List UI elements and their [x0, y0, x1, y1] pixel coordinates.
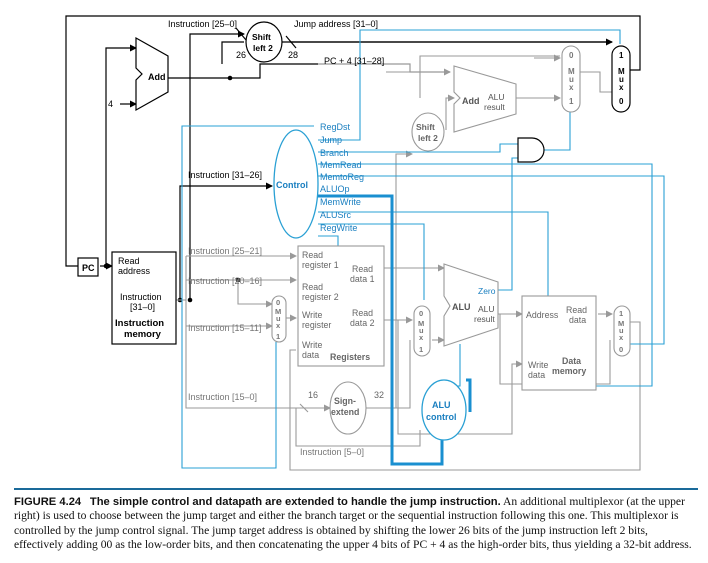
svg-text:data: data — [528, 370, 545, 380]
instr-15-0-label: Instruction [15–0] — [188, 392, 257, 402]
control-unit — [273, 129, 319, 239]
figure-label: FIGURE 4.24 — [14, 496, 82, 508]
sign-extend — [329, 381, 367, 435]
branch-add-label: Add — [462, 96, 480, 106]
svg-text:ALU result: ALU result — [484, 92, 507, 112]
svg-text:Read address: Read address — [118, 256, 151, 276]
svg-text:data 1: data 1 — [350, 274, 375, 284]
instr-25-21-label: Instruction [25–21] — [188, 246, 262, 256]
svg-text:Shift left 2: Shift left 2 — [252, 32, 273, 53]
svg-text:register: register — [302, 320, 331, 330]
alu-control-unit — [421, 379, 467, 441]
svg-text:1 Mux 0: 1 Mux 0 — [618, 309, 625, 354]
width-16: 16 — [308, 390, 318, 400]
svg-text:Read: Read — [352, 308, 373, 318]
svg-text:memory: memory — [552, 366, 586, 376]
svg-text:1 Mux 0: 1 Mux 0 — [618, 51, 626, 106]
signal-memtoreg: MemtoReg — [320, 172, 364, 182]
control-signals: RegDst Jump Branch MemRead MemtoReg ALUO… — [320, 122, 364, 233]
svg-text:Write: Write — [528, 360, 548, 370]
main-alu — [443, 263, 499, 347]
zero-label: Zero — [478, 286, 496, 296]
svg-text:Read: Read — [566, 305, 587, 315]
inactive-datapath-wires — [176, 54, 641, 471]
regdst-mux — [271, 295, 287, 343]
signal-memwrite: MemWrite — [320, 197, 361, 207]
svg-text:data: data — [569, 315, 586, 325]
branch-mux — [561, 45, 581, 113]
svg-text:Address: Address — [526, 310, 559, 320]
svg-text:register 1: register 1 — [302, 260, 339, 270]
pc-label: PC — [82, 263, 95, 273]
svg-text:Instruction memory: Instruction memory — [115, 318, 167, 340]
instr-5-0-label: Instruction [5–0] — [300, 447, 364, 457]
svg-text:Write: Write — [302, 340, 322, 350]
alu-label: ALU — [452, 302, 471, 312]
branch-and-gate — [517, 137, 545, 163]
pc-adder — [135, 36, 169, 112]
svg-text:Instruction [31–0]: Instruction [31–0] — [120, 292, 164, 312]
signal-jump: Jump — [320, 135, 342, 145]
register-file — [297, 245, 385, 367]
jump-datapath-wires — [65, 15, 641, 300]
svg-text:register 2: register 2 — [302, 292, 339, 302]
signal-regwrite: RegWrite — [320, 223, 357, 233]
svg-text:Read: Read — [302, 250, 323, 260]
width-32: 32 — [374, 390, 384, 400]
control-signal-wires — [181, 29, 665, 469]
signal-memread: MemRead — [320, 160, 362, 170]
imem-title-2: memory — [124, 329, 162, 340]
svg-text:data: data — [302, 350, 319, 360]
figure-body: An additional multiplexor (at the upper … — [14, 495, 692, 551]
branch-adder — [453, 65, 517, 133]
instr-31-26-label: Instruction [31–26] — [188, 170, 262, 180]
svg-text:Shift left 2: Shift left 2 — [416, 122, 438, 143]
svg-text:data 2: data 2 — [350, 318, 375, 328]
instr-20-16-label: Instruction [20–16] — [188, 276, 262, 286]
data-memory — [521, 295, 597, 391]
imem-read: Read — [118, 256, 140, 266]
svg-text:Data: Data — [562, 356, 581, 366]
pc-register — [77, 257, 99, 277]
svg-text:0 Mux 1: 0 Mux 1 — [275, 298, 282, 341]
jump-address-label: Jump address [31–0] — [294, 19, 378, 29]
control-label: Control — [276, 180, 308, 190]
svg-text:ALU control: ALU control — [426, 400, 457, 422]
signal-regdst: RegDst — [320, 122, 351, 132]
width-26: 26 — [236, 50, 246, 60]
pc-adder-label: Add — [148, 72, 166, 82]
svg-text:Sign- extend: Sign- extend — [331, 396, 359, 417]
svg-text:ALU result: ALU result — [474, 304, 497, 324]
svg-text:0 Mux 1: 0 Mux 1 — [568, 51, 576, 106]
instr-25-0-label: Instruction [25–0] — [168, 19, 237, 29]
figure-title: The simple control and datapath are exte… — [89, 496, 501, 508]
alusrc-mux — [413, 305, 431, 357]
signal-aluop: ALUOp — [320, 184, 350, 194]
imem-title-1: Instruction — [115, 318, 164, 329]
imem-address: address — [118, 266, 151, 276]
memtoreg-mux — [613, 305, 631, 357]
svg-text:Read: Read — [352, 264, 373, 274]
width-28: 28 — [288, 50, 298, 60]
svg-text:Read: Read — [302, 282, 323, 292]
jump-mux — [611, 45, 631, 113]
signal-alusrc: ALUSrc — [320, 210, 352, 220]
branch-shift-left-2 — [411, 112, 445, 152]
signal-branch: Branch — [320, 148, 349, 158]
instr-15-11-label: Instruction [15–11] — [188, 323, 261, 333]
datapath-diagram: PC Read address Instruction [31–0] Instr… — [65, 15, 665, 471]
jump-shift-left-2 — [245, 21, 283, 63]
svg-text:Write: Write — [302, 310, 322, 320]
figure-caption: FIGURE 4.24 The simple control and datap… — [14, 488, 698, 552]
pc4-label: PC + 4 [31–28] — [324, 56, 384, 66]
alu-control-output — [466, 378, 472, 412]
instruction-memory — [111, 251, 177, 345]
imem-instruction: Instruction — [120, 292, 162, 302]
svg-text:0 Mux 1: 0 Mux 1 — [418, 309, 425, 354]
constant-four: 4 — [108, 99, 113, 109]
svg-text:Registers: Registers — [330, 352, 370, 362]
aluop-path — [318, 194, 444, 466]
imem-31-0: [31–0] — [130, 302, 155, 312]
